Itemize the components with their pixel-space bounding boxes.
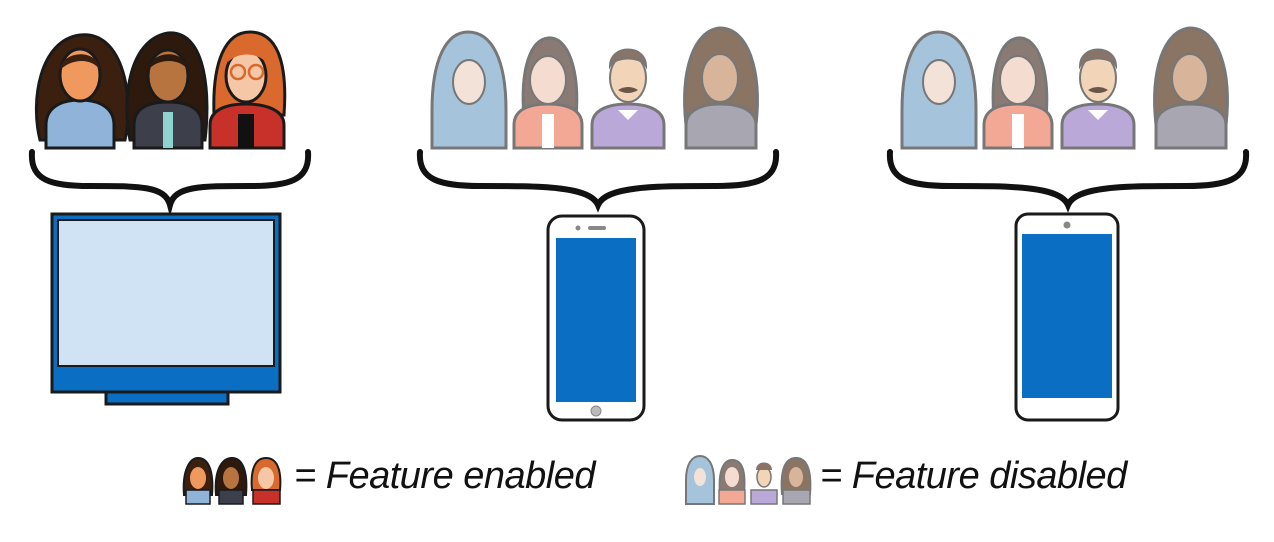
group-brace [416,149,780,213]
woman-icon [125,31,209,150]
disabled-people-group [430,26,759,150]
legend-enabled-icon [182,456,282,505]
woman-icon [683,26,759,150]
woman-hijab-icon [430,30,508,150]
woman-icon [982,36,1054,150]
woman-icon [34,33,130,150]
tv-monitor-icon [50,212,282,406]
man-mustache-icon [590,48,666,150]
group-brace [886,149,1250,213]
woman-hijab-icon [900,30,978,150]
legend-disabled-icon [685,454,812,505]
enabled-people-group [34,30,287,150]
smartphone-icon [546,214,646,422]
group-brace [28,149,312,217]
disabled-people-group [900,26,1229,150]
smartphone-icon [1014,212,1120,422]
legend-disabled-label: = Feature disabled [820,455,1127,497]
man-mustache-icon [1060,48,1136,150]
legend-enabled-label: = Feature enabled [294,455,596,497]
woman-icon [1153,26,1229,150]
woman-glasses-icon [208,30,287,150]
woman-icon [512,36,584,150]
